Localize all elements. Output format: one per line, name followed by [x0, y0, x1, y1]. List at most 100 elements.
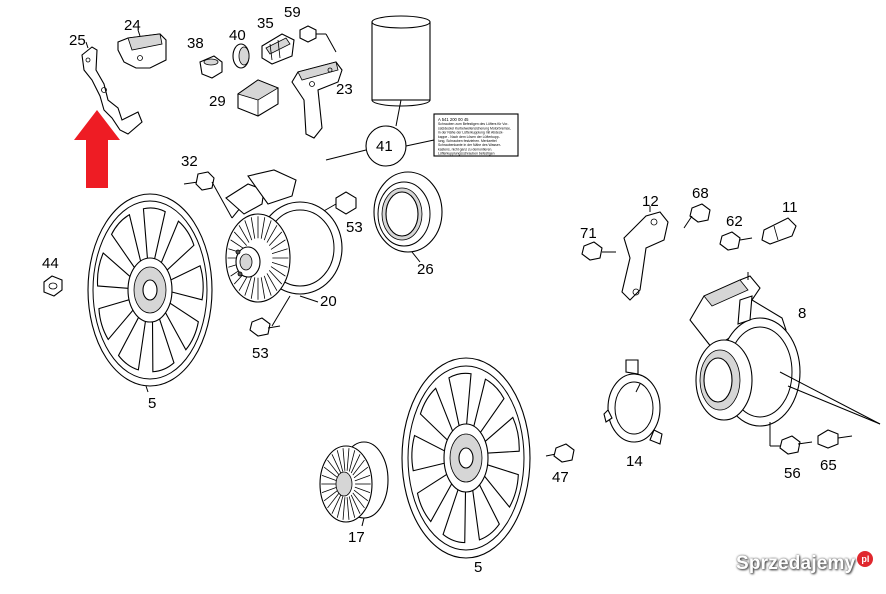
label-29: 29	[209, 93, 226, 110]
fan-blade	[448, 372, 472, 435]
cooling-fin	[270, 266, 286, 277]
label-32: 32	[181, 153, 198, 170]
cooling-fin	[321, 486, 338, 494]
fan-blade	[479, 462, 519, 509]
label-56: 56	[784, 465, 801, 482]
label-24: 24	[124, 17, 141, 34]
label-26: 26	[417, 261, 434, 278]
label-53b: 53	[252, 345, 269, 362]
cooling-fin	[250, 277, 256, 299]
cooling-fin	[353, 466, 369, 479]
fan-blade	[471, 477, 500, 541]
fan-blade	[442, 481, 467, 544]
fan-blade	[471, 378, 505, 440]
label-14: 14	[626, 453, 643, 470]
part-59-bolt	[299, 25, 337, 53]
watermark-badge: pl	[857, 551, 874, 567]
fan-blade	[164, 265, 204, 301]
cooling-fin	[263, 220, 272, 241]
fan-blade	[151, 311, 175, 373]
label-11: 11	[782, 199, 798, 216]
label-71: 71	[580, 225, 597, 242]
fan-blade	[419, 387, 457, 446]
cooling-fin	[323, 489, 339, 502]
cooling-fin	[323, 466, 339, 479]
cooling-fin	[354, 486, 371, 494]
part-68-bolt	[683, 203, 711, 229]
cooling-fin	[268, 270, 283, 285]
fan-blade	[96, 252, 136, 290]
decal-text-line: satzdeckel Kurbelwellensicherung Motorbr…	[438, 126, 511, 130]
cooling-fin	[263, 275, 272, 296]
label-23: 23	[336, 81, 353, 98]
part-38-sensor	[199, 55, 223, 79]
cooling-fin	[342, 497, 346, 520]
part-11-connector	[761, 217, 797, 245]
part-20-fan-clutch	[225, 169, 343, 303]
label-5b: 5	[474, 559, 482, 576]
cooling-fin	[233, 231, 248, 246]
fan-blade	[411, 434, 451, 472]
cooling-fin	[348, 450, 356, 472]
label-44: 44	[42, 255, 59, 272]
part-40-seal	[232, 43, 250, 69]
part-56-bolt	[770, 435, 813, 455]
part-8-pump	[689, 272, 881, 446]
part-26-ring	[373, 171, 443, 253]
cooling-fin	[244, 275, 253, 296]
decal-text-line: in der Nähe der Lüfterkupplung mit Abdec…	[438, 131, 503, 135]
label-65: 65	[820, 457, 837, 474]
part-53-bolt-lower	[249, 295, 291, 337]
cooling-fin	[336, 450, 344, 472]
cooling-fin	[352, 492, 365, 509]
cooling-fin	[348, 496, 356, 518]
part-65-bolt	[817, 429, 853, 449]
cooling-fin	[346, 448, 350, 471]
label-47: 47	[552, 469, 569, 486]
fan-blade	[161, 298, 199, 351]
label-5a: 5	[148, 395, 156, 412]
cooling-fin	[336, 496, 344, 518]
fan-blade	[158, 220, 195, 276]
label-53a: 53	[346, 219, 363, 236]
cooling-fin	[244, 220, 253, 241]
label-8: 8	[798, 305, 806, 322]
watermark: Sprzedajemy pl	[736, 551, 874, 575]
part-5-fan-lower	[401, 357, 531, 559]
label-20: 20	[320, 293, 337, 310]
decal-text-line: Schraubenkante in der Nähe des Wasser-	[438, 143, 501, 147]
label-62: 62	[726, 213, 743, 230]
part-29-block	[237, 79, 279, 117]
leader-lines	[299, 251, 641, 527]
fan-blade	[142, 207, 166, 267]
label-38: 38	[187, 35, 204, 52]
decal-text-line: lung, Schrauben festziehen. Merkzettel	[438, 139, 497, 143]
cooling-fin	[260, 217, 266, 239]
cooling-fin	[270, 239, 286, 250]
fan-blade	[110, 213, 143, 274]
part-labels: 25 24 38 40 35 59 29 23 41 32 53 44 5 20…	[42, 4, 837, 576]
red-arrow-icon	[74, 110, 120, 188]
decal-text-line: kappe - Nach dem Lösen der Lüfterkupp-	[438, 135, 500, 139]
cooling-fin	[342, 448, 346, 471]
fan-blade	[479, 416, 520, 454]
cooling-fin	[238, 225, 250, 243]
part-47-bolt	[545, 443, 575, 463]
part-12-bracket	[621, 206, 669, 301]
part-5-fan-upper	[87, 193, 213, 393]
fan-blade	[416, 470, 456, 523]
label-40: 40	[229, 27, 246, 44]
decal-text-line: A 541 200 00 45	[438, 117, 469, 122]
cooling-fin	[346, 497, 350, 520]
cooling-fin	[353, 489, 369, 502]
cooling-fin	[260, 277, 266, 299]
fan-blade	[117, 310, 148, 371]
cooling-fin	[266, 225, 278, 243]
label-17: 17	[348, 529, 365, 546]
cooling-fin	[230, 239, 246, 250]
label-35: 35	[257, 15, 274, 32]
part-32-bolt	[183, 171, 233, 219]
cooling-fin	[331, 454, 342, 474]
label-68: 68	[692, 185, 709, 202]
part-23-bracket	[291, 61, 343, 139]
